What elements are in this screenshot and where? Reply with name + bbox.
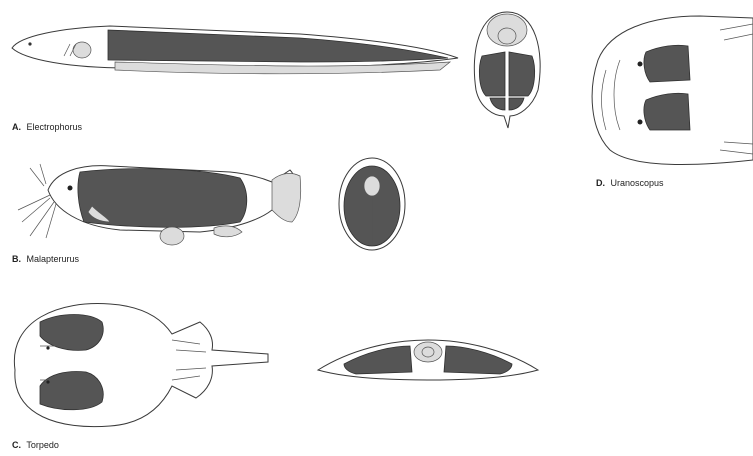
caption-d: D. Uranoscopus [596,178,664,188]
caption-b: B. Malapterurus [12,254,80,264]
torpedo-cross-section [318,340,538,380]
malapterurus-cross-section [339,158,405,250]
torpedo-dorsal-view [14,304,268,427]
uranoscopus-head-view [592,16,753,165]
caption-a: A. Electrophorus [12,122,83,132]
malapterurus-side-view [18,164,301,245]
electrophorus-side-view [12,26,458,74]
caption-c: C. Torpedo [12,440,59,450]
electrophorus-cross-section [474,12,540,128]
